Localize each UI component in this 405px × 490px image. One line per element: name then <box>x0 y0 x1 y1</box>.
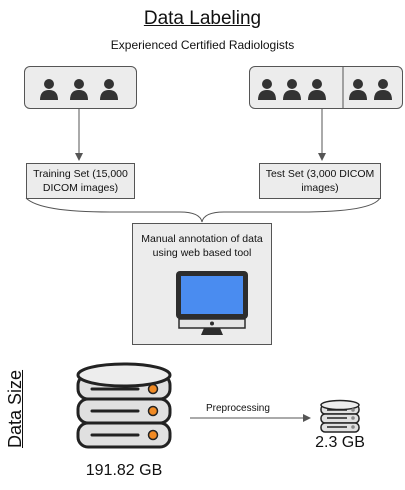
page-title: Data Labeling <box>143 8 262 29</box>
test-set-label: Test Set (3,000 DICOM images) <box>265 168 375 194</box>
preprocessing-label: Preprocessing <box>206 403 270 414</box>
training-radiologists-icons <box>40 79 118 100</box>
person-icon <box>374 79 392 100</box>
server-icon <box>320 399 360 433</box>
person-icon <box>70 79 88 100</box>
person-icon <box>40 79 58 100</box>
subtitle: Experienced Certified Radiologists <box>110 38 295 52</box>
person-icon <box>258 79 276 100</box>
annotation-label: Manual annotation of data using web base… <box>141 233 263 259</box>
monitor-icon <box>176 271 248 335</box>
training-set-label: Training Set (15,000 DICOM images) <box>33 168 128 194</box>
test-set-box: Test Set (3,000 DICOM images) <box>259 163 381 199</box>
processed-size-label: 2.3 GB <box>315 434 365 451</box>
annotation-box: Manual annotation of data using web base… <box>132 223 272 345</box>
person-icon <box>100 79 118 100</box>
training-radiologists-group <box>24 66 137 109</box>
person-icon <box>308 79 326 100</box>
training-set-box: Training Set (15,000 DICOM images) <box>26 163 135 199</box>
person-icon <box>349 79 367 100</box>
merge-bracket <box>25 197 381 223</box>
person-icon <box>283 79 301 100</box>
test-radiologists-icons <box>258 67 392 108</box>
server-icon <box>76 362 172 449</box>
source-size-label: 191.82 GB <box>85 462 163 479</box>
test-radiologists-group <box>249 66 403 109</box>
